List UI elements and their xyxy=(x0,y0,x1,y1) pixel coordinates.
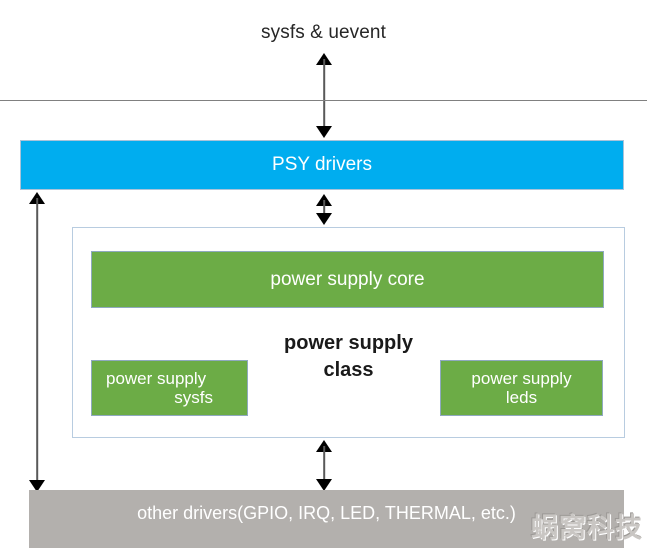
power-supply-sysfs-block: power supply sysfs xyxy=(91,360,248,416)
arrow-psy-drivers-to-class xyxy=(311,194,337,225)
arrowhead-down-icon xyxy=(316,213,332,225)
power-supply-leds-block: power supply leds xyxy=(440,360,603,416)
userspace-kernel-divider-line xyxy=(0,100,647,101)
power-supply-leds-label-line1: power supply xyxy=(471,368,572,388)
power-supply-class-label-line2: class xyxy=(323,359,374,381)
arrow-shaft xyxy=(323,59,325,132)
power-supply-sysfs-label-line2: sysfs xyxy=(174,388,213,407)
arrow-shaft xyxy=(323,200,325,219)
arrowhead-down-icon xyxy=(316,479,332,491)
watermark-text: 蜗窝科技 xyxy=(531,513,643,544)
arrow-class-to-other-drivers xyxy=(311,440,337,491)
power-supply-leds-label-line2: leds xyxy=(505,388,538,407)
power-supply-class-label-line1: power supply xyxy=(284,332,413,354)
arrow-shaft xyxy=(323,446,325,485)
arrowhead-down-icon xyxy=(316,126,332,138)
arrowhead-down-icon xyxy=(29,480,45,492)
arrow-psy-drivers-to-other-drivers xyxy=(24,192,50,492)
power-supply-sysfs-label-line1: power supply xyxy=(106,368,207,388)
sysfs-uevent-caption: sysfs & uevent xyxy=(261,22,386,43)
other-drivers-label: other drivers(GPIO, IRQ, LED, THERMAL, e… xyxy=(137,503,516,523)
arrow-caption-to-psy-drivers xyxy=(311,53,337,138)
other-drivers-block: other drivers(GPIO, IRQ, LED, THERMAL, e… xyxy=(29,490,624,548)
power-supply-core-block: power supply core xyxy=(91,251,604,308)
arrow-shaft xyxy=(36,198,38,486)
psy-drivers-label: PSY drivers xyxy=(272,154,372,175)
power-supply-class-label: power supply class xyxy=(72,330,625,384)
psy-drivers-block: PSY drivers xyxy=(20,140,624,190)
power-supply-core-label: power supply core xyxy=(270,268,425,290)
